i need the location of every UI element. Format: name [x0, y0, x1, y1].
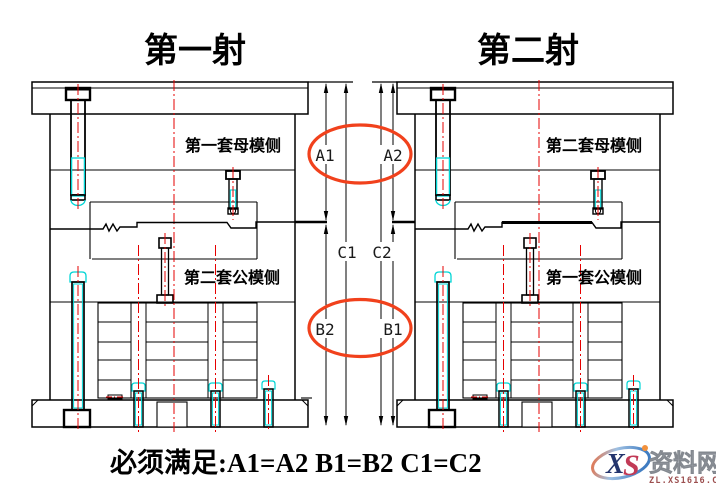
requirement-text: 必须满足:A1=A2 B1=B2 C1=C2 [110, 448, 482, 478]
dim-label-c1: C1 [337, 243, 356, 262]
dim-label-a2: A2 [383, 146, 402, 165]
left-core-label: 第二套公模侧 [184, 268, 280, 287]
swoosh-dot-icon [642, 445, 648, 451]
right-parting-line [415, 221, 660, 233]
logo-site-url: ZL.XS1616.COM [649, 476, 716, 486]
logo-site-name: 资料网 [649, 450, 716, 477]
dimension-labels: A1 A2 B2 B1 C1 C2 [310, 145, 408, 339]
xs-swoosh-icon [591, 445, 651, 481]
dim-label-b1: B1 [383, 320, 402, 339]
dim-label-b2: B2 [315, 320, 334, 339]
dim-label-c2: C2 [372, 243, 391, 262]
logo-letter-x: X [605, 449, 626, 480]
left-cavity-label: 第一套母模侧 [185, 136, 281, 155]
highlight-ellipse-lower [307, 297, 413, 359]
left-mold-assembly [30, 78, 310, 434]
watermark-logo: X S 资料网 ZL.XS1616.COM [591, 445, 716, 486]
highlight-ellipse-upper [307, 123, 413, 185]
left-parting-line [50, 221, 295, 233]
right-cavity-label: 第二套母模侧 [546, 136, 642, 155]
dim-label-a1: A1 [315, 146, 334, 165]
logo-letter-s: S [623, 449, 640, 482]
title-first-shot: 第一射 [144, 32, 246, 70]
extension-lines [295, 81, 415, 399]
right-mold-assembly [395, 78, 675, 434]
dimension-arrowheads [323, 83, 396, 426]
right-core-label: 第一套公模侧 [546, 268, 642, 287]
title-second-shot: 第二射 [477, 32, 579, 70]
